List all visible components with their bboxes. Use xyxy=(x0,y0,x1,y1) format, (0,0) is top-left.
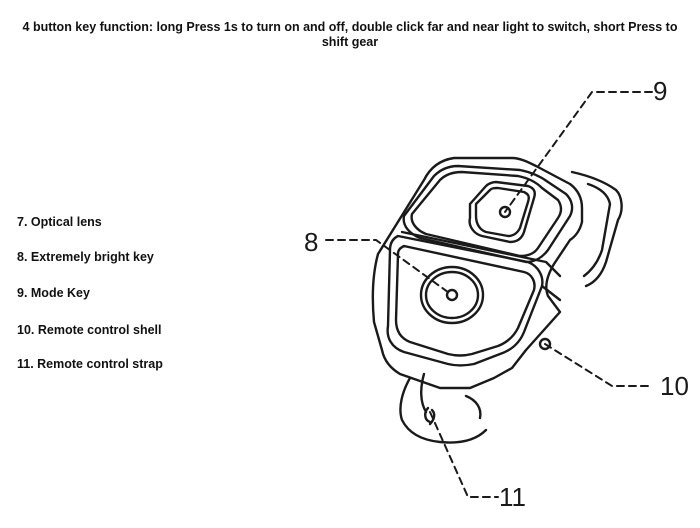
callout-8: 8 xyxy=(304,227,318,257)
leader-line-11 xyxy=(429,411,499,498)
leader-line-9 xyxy=(504,91,653,213)
legend-item-remote-control-strap: 11. Remote control strap xyxy=(17,357,163,371)
legend-item-remote-control-shell: 10. Remote control shell xyxy=(17,323,162,337)
leader-line-10 xyxy=(544,343,653,387)
optical-lens xyxy=(538,337,552,351)
callout-11: 11 xyxy=(499,482,526,512)
legend-item-extremely-bright-key: 8. Extremely bright key xyxy=(17,250,154,264)
legend-item-mode-key: 9. Mode Key xyxy=(17,286,90,300)
strap-upper xyxy=(570,170,623,288)
bright-key xyxy=(419,265,485,325)
header-caption: 4 button key function: long Press 1s to … xyxy=(22,20,678,49)
callout-9: 9 xyxy=(653,76,667,106)
callout-10: 10 xyxy=(660,371,689,401)
legend-item-optical-lens: 7. Optical lens xyxy=(17,215,102,229)
upper-face xyxy=(402,164,574,264)
strap-screw-marks xyxy=(424,406,436,426)
strap-lower xyxy=(399,372,488,444)
remote-shell-outer xyxy=(371,156,584,390)
mode-key xyxy=(468,180,536,244)
leader-line-8 xyxy=(325,239,453,296)
